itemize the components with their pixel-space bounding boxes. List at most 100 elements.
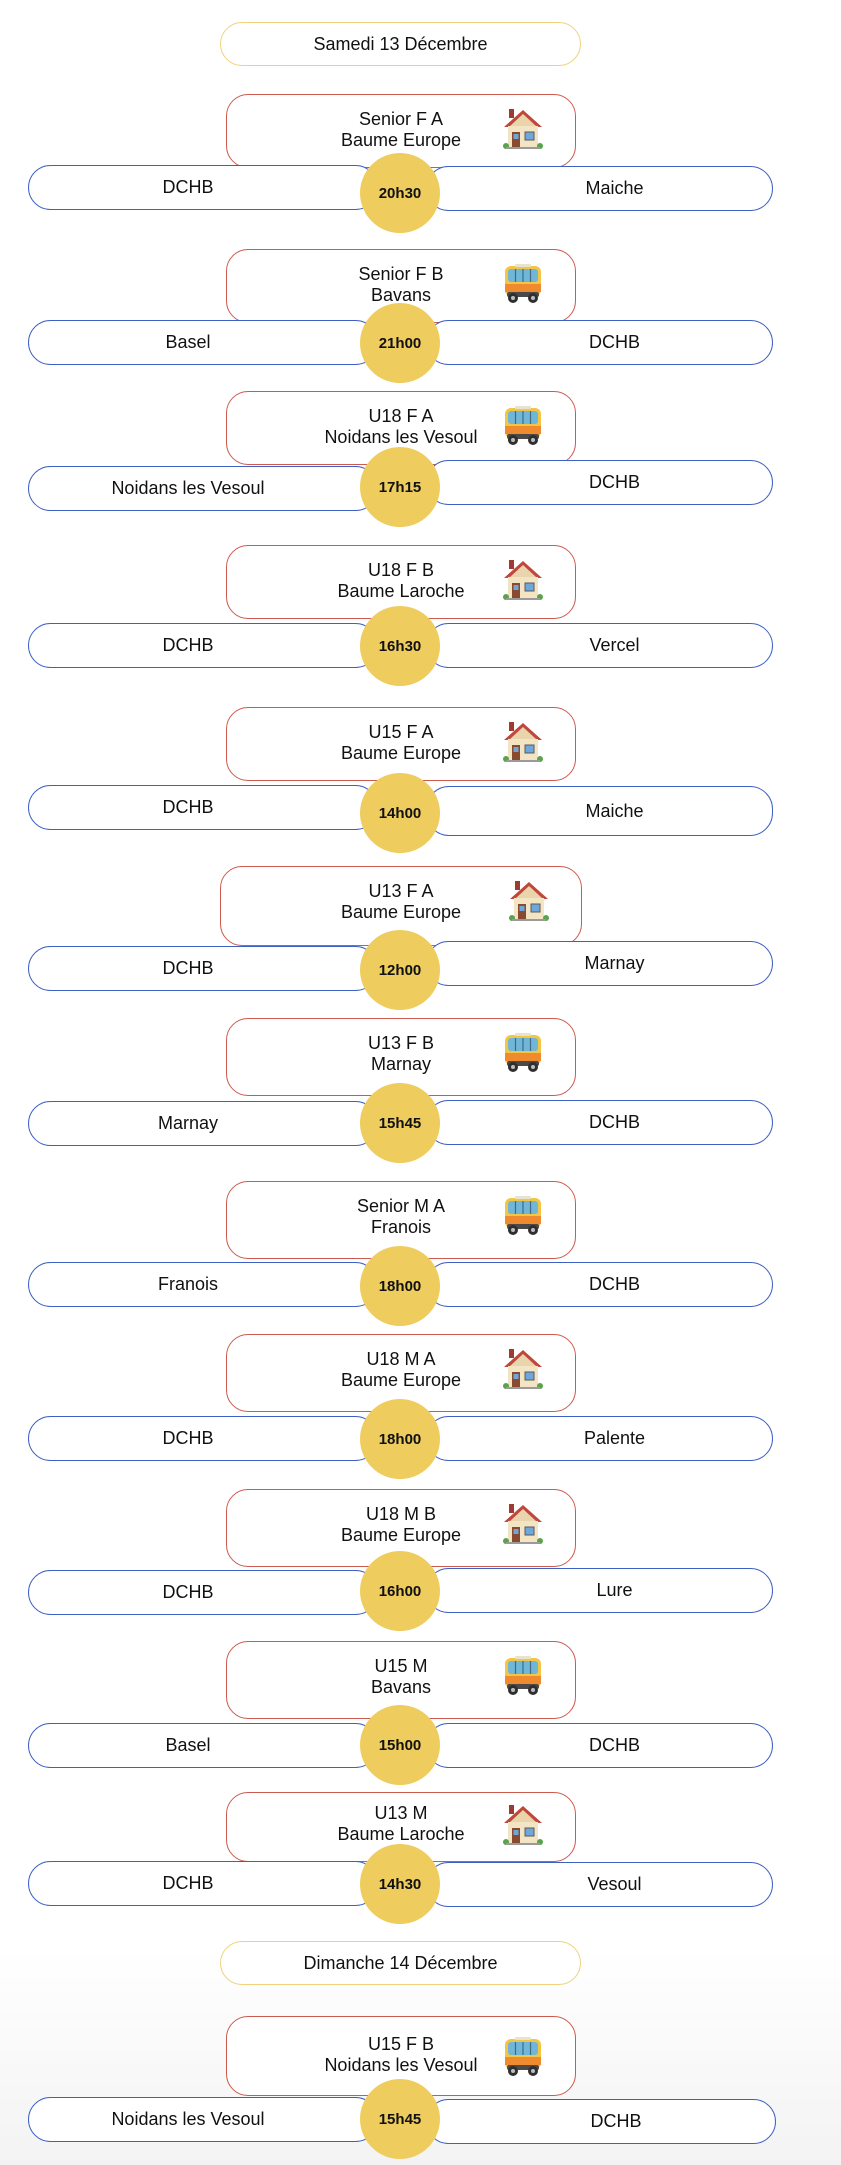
match-venue: Baume Europe: [340, 902, 462, 922]
away-team: DCHB: [426, 320, 773, 365]
home-team: DCHB: [28, 1416, 378, 1461]
match-venue: Noidans les Vesoul: [324, 427, 478, 447]
house-icon: [501, 107, 545, 151]
away-team-label: DCHB: [588, 472, 640, 492]
match-category: U13 M: [374, 1803, 428, 1823]
match-card: U13 M Baume Laroche: [226, 1792, 576, 1862]
away-team: Vesoul: [426, 1862, 773, 1907]
home-team-label: Noidans les Vesoul: [111, 478, 265, 498]
match-time: 18h00: [360, 1399, 440, 1479]
home-team: DCHB: [28, 623, 378, 668]
bus-icon: [501, 1031, 545, 1075]
house-icon: [501, 558, 545, 602]
match-category: U18 F B: [367, 560, 435, 580]
home-team: Basel: [28, 320, 378, 365]
match-time-label: 17h15: [378, 478, 422, 496]
away-team: Lure: [426, 1568, 773, 1613]
away-team-label: DCHB: [588, 1112, 640, 1132]
day-header: Samedi 13 Décembre: [220, 22, 581, 66]
match-card: U15 F B Noidans les Vesoul: [226, 2016, 576, 2096]
match-category: U15 F A: [368, 722, 434, 742]
match-time-label: 16h30: [378, 637, 422, 655]
home-team: Franois: [28, 1262, 378, 1307]
day-label: Dimanche 14 Décembre: [303, 1952, 498, 1973]
match-card: U13 F A Baume Europe: [220, 866, 582, 946]
match-time: 14h00: [360, 773, 440, 853]
match-time-label: 15h45: [378, 2110, 422, 2128]
day-label: Samedi 13 Décembre: [313, 33, 488, 54]
away-team-label: DCHB: [588, 1274, 640, 1294]
match-time: 15h45: [360, 2079, 440, 2159]
away-team-label: Lure: [596, 1580, 633, 1600]
home-team: DCHB: [28, 1861, 378, 1906]
bus-icon: [501, 2035, 545, 2079]
home-team: Noidans les Vesoul: [28, 466, 378, 511]
match-time-label: 14h30: [378, 1875, 422, 1893]
away-team-label: Marnay: [584, 953, 645, 973]
match-time-label: 21h00: [378, 334, 422, 352]
match-time-label: 15h00: [378, 1736, 422, 1754]
match-time: 15h45: [360, 1083, 440, 1163]
away-team-label: Vesoul: [587, 1874, 642, 1894]
match-time: 16h30: [360, 606, 440, 686]
match-venue: Baume Europe: [340, 743, 462, 763]
match-venue: Noidans les Vesoul: [324, 2055, 478, 2075]
match-card: U15 F A Baume Europe: [226, 707, 576, 781]
home-team-label: Basel: [165, 1735, 211, 1755]
match-category: Senior F A: [358, 109, 444, 129]
home-team-label: Basel: [165, 332, 211, 352]
home-team: DCHB: [28, 1570, 378, 1615]
match-time: 14h30: [360, 1844, 440, 1924]
house-icon: [507, 879, 551, 923]
bus-icon: [501, 262, 545, 306]
home-team: Marnay: [28, 1101, 378, 1146]
match-venue: Baume Laroche: [337, 1824, 465, 1844]
bus-icon: [501, 1654, 545, 1698]
match-category: U15 M: [374, 1656, 428, 1676]
home-team-label: DCHB: [162, 797, 214, 817]
match-venue: Bavans: [370, 1677, 432, 1697]
away-team-label: Maiche: [585, 800, 644, 821]
home-team-label: Noidans les Vesoul: [111, 2109, 265, 2129]
match-time: 15h00: [360, 1705, 440, 1785]
match-time: 17h15: [360, 447, 440, 527]
home-team-label: DCHB: [162, 1428, 214, 1448]
match-category: U13 F B: [367, 1033, 435, 1053]
match-category: U18 M A: [366, 1349, 436, 1369]
home-team-label: DCHB: [162, 1582, 214, 1602]
away-team: DCHB: [426, 1262, 773, 1307]
match-time-label: 12h00: [378, 961, 422, 979]
match-time: 21h00: [360, 303, 440, 383]
away-team-label: DCHB: [590, 2111, 642, 2131]
match-venue: Baume Europe: [340, 1525, 462, 1545]
bus-icon: [501, 404, 545, 448]
match-category: Senior F B: [358, 264, 444, 284]
away-team: Marnay: [426, 941, 773, 986]
day-header: Dimanche 14 Décembre: [220, 1941, 581, 1985]
home-team-label: DCHB: [162, 177, 214, 197]
away-team-label: DCHB: [588, 332, 640, 352]
match-category: U18 M B: [365, 1504, 437, 1524]
match-venue: Bavans: [370, 285, 432, 305]
match-venue: Marnay: [370, 1054, 432, 1074]
home-team-label: Marnay: [157, 1113, 219, 1133]
match-venue: Baume Europe: [340, 1370, 462, 1390]
match-category: U13 F A: [368, 881, 434, 901]
away-team-label: Palente: [583, 1428, 646, 1448]
match-venue: Franois: [370, 1217, 432, 1237]
away-team: DCHB: [426, 1723, 773, 1768]
match-venue: Baume Europe: [340, 130, 462, 150]
home-team-label: DCHB: [162, 635, 214, 655]
bus-icon: [501, 1194, 545, 1238]
home-team: DCHB: [28, 785, 378, 830]
match-time: 12h00: [360, 930, 440, 1010]
house-icon: [501, 1502, 545, 1546]
match-time-label: 16h00: [378, 1582, 422, 1600]
home-team: DCHB: [28, 165, 378, 210]
away-team: Maiche: [426, 166, 773, 211]
away-team: Maiche: [426, 786, 773, 836]
away-team-label: Maiche: [585, 178, 644, 198]
home-team: Basel: [28, 1723, 378, 1768]
away-team: DCHB: [426, 460, 773, 505]
match-time: 16h00: [360, 1551, 440, 1631]
